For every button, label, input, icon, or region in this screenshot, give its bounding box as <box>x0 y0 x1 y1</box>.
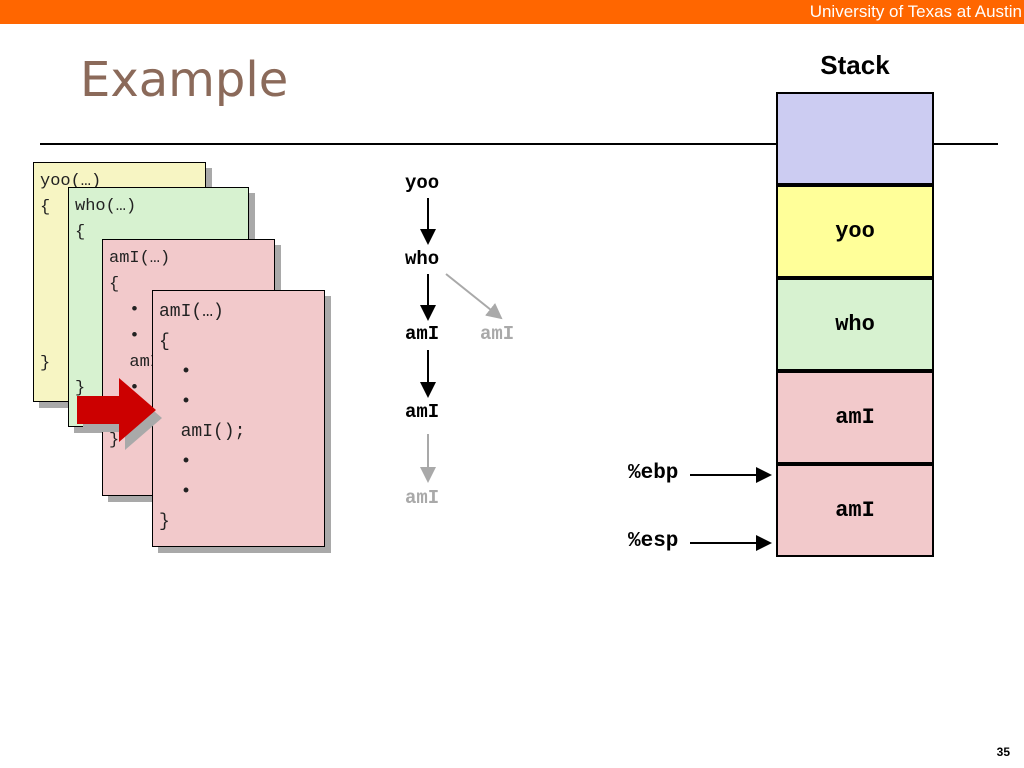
code-line: } <box>109 431 120 450</box>
code-line: amI(); <box>159 422 246 442</box>
code-line: { <box>40 198 51 217</box>
chain-yoo: yoo <box>405 172 440 194</box>
code-line: • <box>159 482 192 502</box>
page-number: 35 <box>996 745 1010 759</box>
stack-title: Stack <box>820 50 890 80</box>
stack-frame-yoo: yoo <box>776 185 934 278</box>
institution-name: University of Texas at Austin <box>809 2 1022 21</box>
code-line: • <box>109 327 140 346</box>
code-line: } <box>40 354 51 373</box>
top-banner: University of Texas at Austin <box>0 0 1024 24</box>
stack-frame-who: who <box>776 278 934 371</box>
code-line: who(…) <box>75 197 137 216</box>
stack-frame-ami-1: amI <box>776 371 934 464</box>
code-line: • <box>159 392 192 412</box>
stack-frame-top <box>776 92 934 185</box>
code-line: yoo(…) <box>40 172 102 191</box>
code-line: { <box>109 275 120 294</box>
chain-ami-2: amI <box>405 401 440 423</box>
stack-frame-ami-2: amI <box>776 464 934 557</box>
register-esp: %esp <box>628 530 679 553</box>
code-line: amI(…) <box>109 249 171 268</box>
slide-title: Example <box>80 52 289 108</box>
code-card-ami-inner: amI(…) { • • amI(); • • } <box>152 290 325 547</box>
chain-ami-side: amI <box>480 323 515 345</box>
code-line: • <box>109 376 274 402</box>
code-line: { <box>75 223 86 242</box>
code-line: • <box>159 452 192 472</box>
title-divider <box>40 143 998 145</box>
chain-ami-1: amI <box>405 323 440 345</box>
code-line: } <box>75 379 86 398</box>
current-frame-arrow <box>77 378 156 442</box>
code-line: } <box>159 512 170 532</box>
register-ebp: %ebp <box>628 462 679 485</box>
code-line: • <box>109 301 140 320</box>
chain-ami-3: amI <box>405 487 440 509</box>
code-line: amI(…) <box>159 302 224 322</box>
code-line: { <box>159 332 170 352</box>
chain-arrow-who-ami-side <box>445 273 503 320</box>
chain-who: who <box>405 248 440 270</box>
code-line: • <box>159 362 192 382</box>
